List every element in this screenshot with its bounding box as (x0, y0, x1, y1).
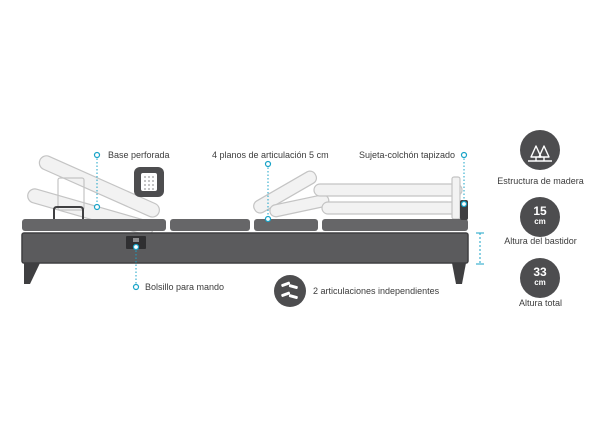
spec-label-altura-bastidor: Altura del bastidor (504, 236, 577, 246)
bed-frame (21, 232, 469, 264)
callout-base-perforada: Base perforada (108, 150, 170, 160)
spec-unit-cm-2: cm (534, 278, 546, 287)
callout-articulaciones: 2 articulaciones independientes (313, 286, 440, 296)
remote-pocket (126, 236, 146, 249)
spec-label-estructura: Estructura de madera (497, 176, 584, 186)
callout-bolsillo-line (132, 243, 140, 291)
right-leg (452, 263, 466, 284)
callout-sujeta: Sujeta-colchón tapizado (359, 150, 456, 160)
spec-value-33: 33 (533, 265, 547, 279)
spec-circle-altura-bastidor: 15 cm (520, 197, 560, 237)
callout-sujeta-line (460, 151, 468, 208)
tree-icon (520, 130, 560, 170)
spec-circle-altura-total: 33 cm (520, 258, 560, 298)
raised-foot-sections (253, 170, 463, 220)
spec-unit-cm: cm (534, 217, 546, 226)
callout-planos-line (264, 160, 272, 223)
spec-value-15: 15 (533, 204, 547, 218)
callout-planos: 4 planos de articulación 5 cm (212, 150, 329, 160)
perforated-base-swatch (134, 167, 164, 197)
articulation-icon (274, 275, 306, 307)
left-leg (24, 263, 40, 284)
platform-sections (22, 219, 468, 231)
callout-base-perforada-line (93, 151, 101, 211)
callout-bolsillo: Bolsillo para mando (145, 282, 225, 292)
spec-label-altura-total: Altura total (518, 298, 563, 308)
side-handle (53, 206, 84, 219)
